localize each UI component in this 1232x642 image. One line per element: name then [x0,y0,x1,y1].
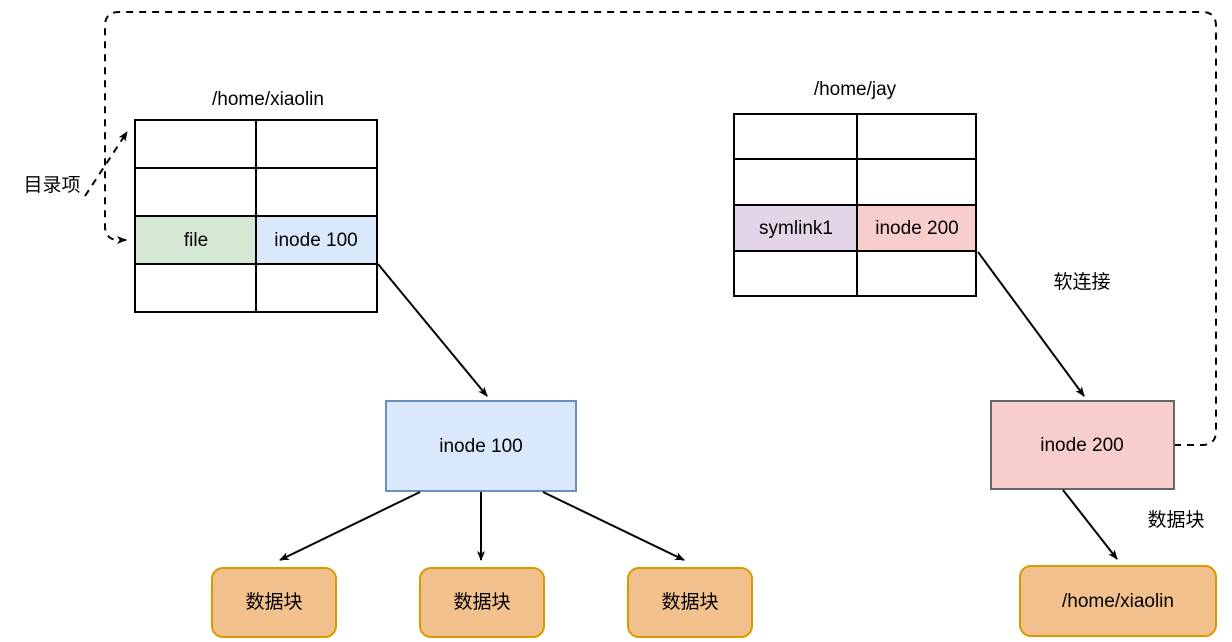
right-table-title: /home/jay [814,79,897,100]
left-table-filename-cell-text: file [184,230,208,251]
left-table-cell-inode-100[interactable] [256,216,376,264]
right-table-filename-cell-text: symlink1 [759,218,833,239]
dir-entry-label: 目录项 [23,175,80,196]
data-block-1[interactable]: 数据块 [211,567,337,638]
arrow-inode100-to-datablock-1 [279,491,421,561]
data-block-2-label: 数据块 [453,591,510,613]
symlink-resolution-dashed-path [104,11,1217,446]
left-table-title: /home/xiaolin [212,89,324,110]
inode-100-node[interactable]: inode 100 [385,400,577,492]
arrow-inode100-to-datablock-3 [542,491,685,561]
inode-200-node[interactable]: inode 200 [990,400,1175,490]
data-block-2[interactable]: 数据块 [419,567,545,638]
symlink-target-data-block[interactable]: /home/xiaolin [1019,565,1217,637]
right-table-cell-inode-200[interactable] [857,205,976,251]
arrow-inode200-to-target-block [1062,489,1118,560]
symlink-label: 软连接 [1053,271,1110,293]
data-block-1-label: 数据块 [245,591,302,613]
arrow-dir-entry-to-inode200 [977,251,1085,397]
right-directory-table[interactable]: symlink1 inode 200 [733,113,977,297]
left-directory-table[interactable]: file inode 100 [134,119,378,313]
arrow-dir-entry-to-inode100 [377,263,488,397]
right-table-cell-name-symlink1[interactable] [735,205,857,251]
inode-100-label: inode 100 [439,436,522,457]
data-block-3[interactable]: 数据块 [627,567,753,638]
left-table-cell-name-file[interactable] [136,216,256,264]
left-table-inode-cell-text: inode 100 [274,230,357,251]
data-block-3-label: 数据块 [661,591,718,613]
symlink-target-data-block-label: /home/xiaolin [1062,591,1174,612]
right-table-inode-cell-text: inode 200 [875,218,958,239]
inode-200-label: inode 200 [1040,435,1123,456]
data-block-arrow-label: 数据块 [1147,509,1204,531]
